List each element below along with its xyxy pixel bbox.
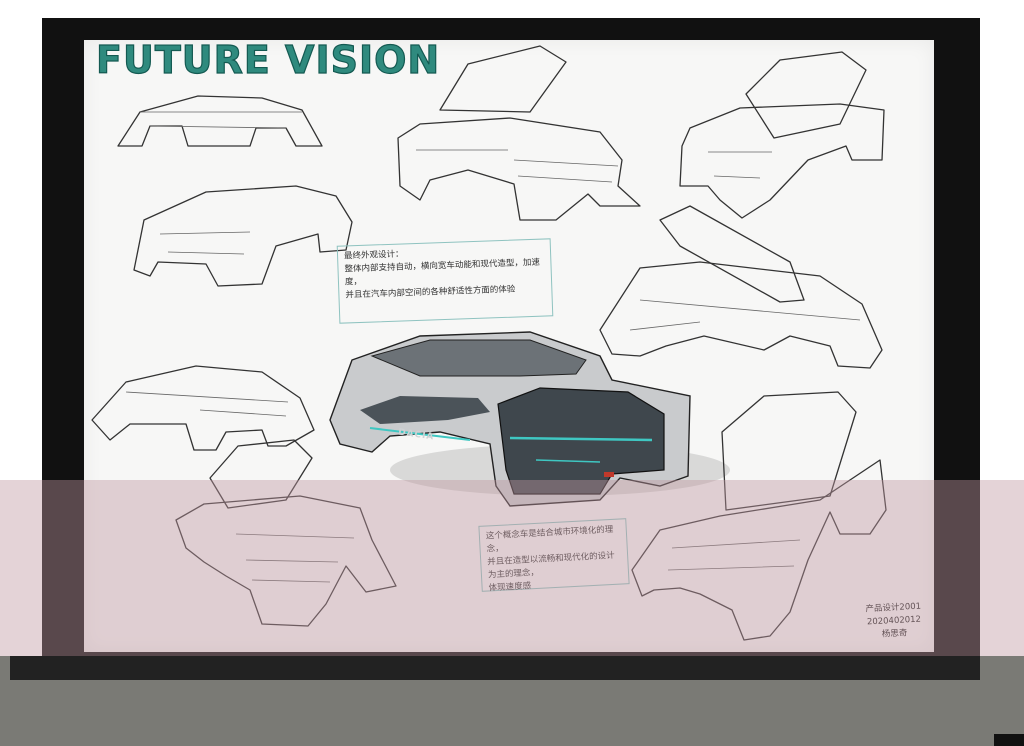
- bottom-background: [0, 656, 1024, 746]
- design-note-top: 最终外观设计： 整体内部支持自动，横向宽车动能和现代造型，加速度， 并且在汽车内…: [336, 238, 554, 324]
- sketch-lower-left: [91, 365, 315, 451]
- sheet-title: FUTURE VISION: [95, 37, 441, 82]
- sketch-top-middle: [397, 45, 641, 221]
- design-note-bottom: 这个概念车是结合城市环境化的理念， 并且在造型以流畅和现代化的设计为主的理念， …: [478, 518, 630, 593]
- board-edge-shadow: [10, 656, 980, 680]
- sketch-top-left: [117, 95, 323, 147]
- sketch-bottom-right: [631, 391, 887, 641]
- sketch-middle-right: [599, 205, 883, 369]
- sketch-top-right: [679, 51, 885, 219]
- corner-block: [994, 734, 1024, 746]
- rendered-car: [329, 331, 730, 507]
- author-signature: 产品设计2001 2020402012 杨思奇: [859, 600, 929, 643]
- sketch-middle-left: [133, 185, 353, 287]
- sketch-bottom-left: [175, 439, 397, 627]
